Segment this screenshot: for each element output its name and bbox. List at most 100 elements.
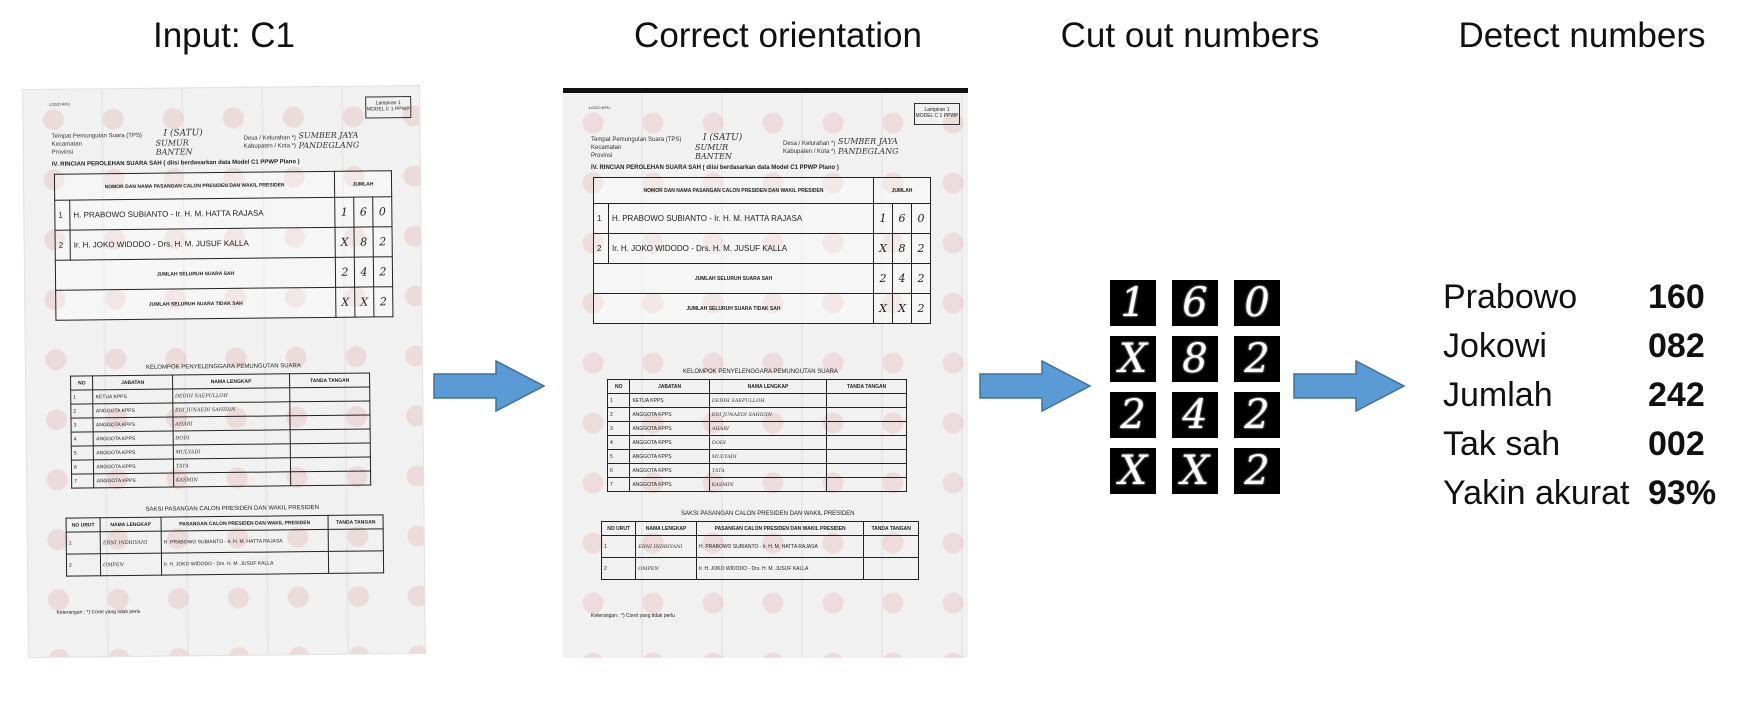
vote-digit: X [334,227,355,258]
official-no: 7 [606,477,631,492]
vote-digit: 2 [373,286,393,317]
vote-digit: 2 [911,263,931,294]
witness-row-2: 2 OMPEN Ir. H. JOKO WIDODO - Drs. H. M. … [600,557,919,580]
meta-desa-label: Desa / Kelurahan *) [243,135,296,142]
vote-digit: 2 [873,263,893,294]
witness-name: ERNI INDRIYANI [635,535,697,558]
total-invalid-label: JUMLAH SELURUH SUARA TIDAK SAH [593,293,874,324]
officials-header-name: NAMA LENGKAP [172,373,290,390]
vote-row-number: 2 [55,230,71,261]
witness-header-no: NO URUT [66,517,101,533]
official-name: AHARI [708,421,828,436]
official-role: ANGGOTA KPPS [629,435,710,450]
result-label: Jokowi [1443,327,1547,365]
vote-digit: 6 [892,203,912,234]
official-no: 6 [606,463,631,478]
result-label: Tak sah [1443,425,1561,463]
vote-digit: 4 [354,256,374,288]
votes-table: NOMOR DAN NAMA PASANGAN CALON PRESIDEN D… [593,177,931,324]
witness-pair: H. PRABOWO SUBIANTO - Ir. H. M. HATTA RA… [695,535,865,558]
official-name: DODI [172,429,291,446]
meta-kecamatan-label: Kecamatan [591,145,622,151]
official-no: 2 [70,403,94,419]
official-name: DEDIH SAEPULLOH [172,387,291,404]
official-name: KASMIN [173,471,291,488]
result-label: Jumlah [1443,376,1553,414]
official-signature [826,407,907,422]
witness-signature [328,528,384,552]
form-code-box: Lampiran 1 MODEL C 1 PPWP [365,96,412,119]
vote-row-name: H. PRABOWO SUBIANTO - Ir. H. M. HATTA RA… [608,203,874,234]
vote-digit: X [873,293,893,324]
arrow-right-icon [433,359,546,413]
witness-signature [863,557,919,580]
meta-provinsi-label: Provinsi [591,153,613,159]
votes-table-header: NOMOR DAN NAMA PASANGAN CALON PRESIDEN D… [54,171,335,201]
result-value: 160 [1648,278,1705,316]
official-no: 2 [606,407,631,422]
hw-kecamatan: SUMUR [155,138,189,148]
vote-row-number: 1 [593,203,609,234]
result-value: 002 [1648,425,1705,463]
official-name: MULYADI [708,449,828,464]
witness-header-name: NAMA LENGKAP [100,517,162,532]
digit-crop: X [1110,336,1156,382]
kpu-logo: LOGO KPU [49,101,71,107]
vote-digit: 0 [372,196,392,227]
vote-row-1: 1 H. PRABOWO SUBIANTO - Ir. H. M. HATTA … [54,196,392,231]
official-no: 5 [606,449,631,464]
witness-title: SAKSI PASANGAN CALON PRESIDEN DAN WAKIL … [681,511,855,517]
hw-provinsi: BANTEN [155,147,193,157]
official-role: KETUA KPPS [93,389,173,404]
total-invalid-label: JUMLAH SELURUH SUARA TIDAK SAH [55,287,336,321]
vote-row-number: 1 [54,200,71,231]
official-no: 3 [70,417,94,433]
witness-header-sign: TANDA TANGAN [863,521,919,536]
official-role: ANGGOTA KPPS [94,473,174,488]
officials-header-no: NO [70,375,94,391]
vote-row-name: Ir. H. JOKO WIDODO - Drs. H. M. JUSUF KA… [608,233,874,264]
officials-header-sign: TANDA TANGAN [289,372,370,388]
digit-crop: 8 [1172,336,1218,382]
vote-digit: 1 [873,203,893,234]
official-signature [290,400,370,416]
official-signature [826,463,907,478]
digit-crop: 2 [1234,336,1280,382]
meta-kabupaten-label: Kabupaten / Kota *) [243,143,297,150]
total-invalid-row: JUMLAH SELURUH SUARA TIDAK SAH X X 2 [593,293,931,324]
officials-header-role: JABATAN [629,379,710,394]
vote-digit: 8 [892,233,912,264]
digit-crop: 4 [1172,392,1218,438]
hw-kabupaten: PANDEGLANG [298,140,360,151]
witness-signature [328,550,384,574]
witness-header-sign: TANDA TANGAN [328,514,384,530]
official-signature [290,456,371,472]
witness-header-no: NO URUT [600,521,637,536]
vote-digit: X [354,286,374,318]
total-valid-label: JUMLAH SELURUH SUARA SAH [55,257,336,291]
vote-digit: X [892,293,912,324]
witness-no: 2 [600,557,637,580]
result-label: Yakin akurat [1443,474,1630,512]
official-signature [826,435,907,450]
vote-digit: 6 [353,196,373,228]
vote-digit: X [873,233,893,264]
official-signature [289,386,370,402]
witness-row-2: 2 OMPEN Ir. H. JOKO WIDODO - Drs. H. M. … [66,550,384,577]
vote-digit: 2 [373,256,393,287]
official-signature [290,428,371,444]
hw-desa: SUMBER JAYA [838,137,898,146]
official-role: ANGGOTA KPPS [629,463,710,478]
digit-crop: 0 [1234,280,1280,326]
official-no: 6 [71,459,95,475]
total-valid-row: JUMLAH SELURUH SUARA SAH 2 4 2 [593,263,931,294]
official-no: 1 [70,389,94,405]
official-name: TATA [173,457,291,474]
official-role: ANGGOTA KPPS [629,407,710,422]
result-value: 082 [1648,327,1705,365]
vote-digit: X [335,287,355,318]
meta-kecamatan-label: Kecamatan [51,141,83,148]
